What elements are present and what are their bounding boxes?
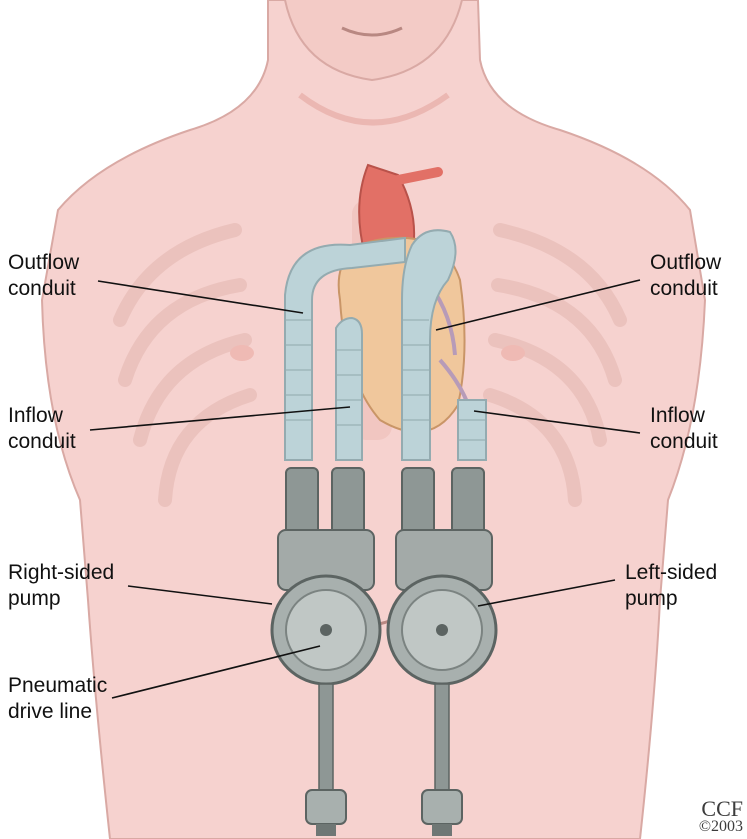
label-outflow-conduit-left: Outflow conduit [8,250,79,302]
right-sided-pump-body [272,576,380,684]
label-outflow-conduit-right: Outflow conduit [650,250,721,302]
label-right-sided-pump: Right-sided pump [8,560,114,612]
left-inflow-conduit [458,400,486,460]
label-left-sided-pump: Left-sided pump [625,560,717,612]
right-nipple [230,345,254,361]
label-inflow-conduit-left: Inflow conduit [8,403,76,455]
right-inflow-conduit [336,318,362,460]
label-pneumatic-drive-line: Pneumatic drive line [8,673,107,725]
left-sided-pump-body [388,576,496,684]
left-nipple [501,345,525,361]
credit-year: ©2003 [699,818,743,836]
label-inflow-conduit-right: Inflow conduit [650,403,718,455]
